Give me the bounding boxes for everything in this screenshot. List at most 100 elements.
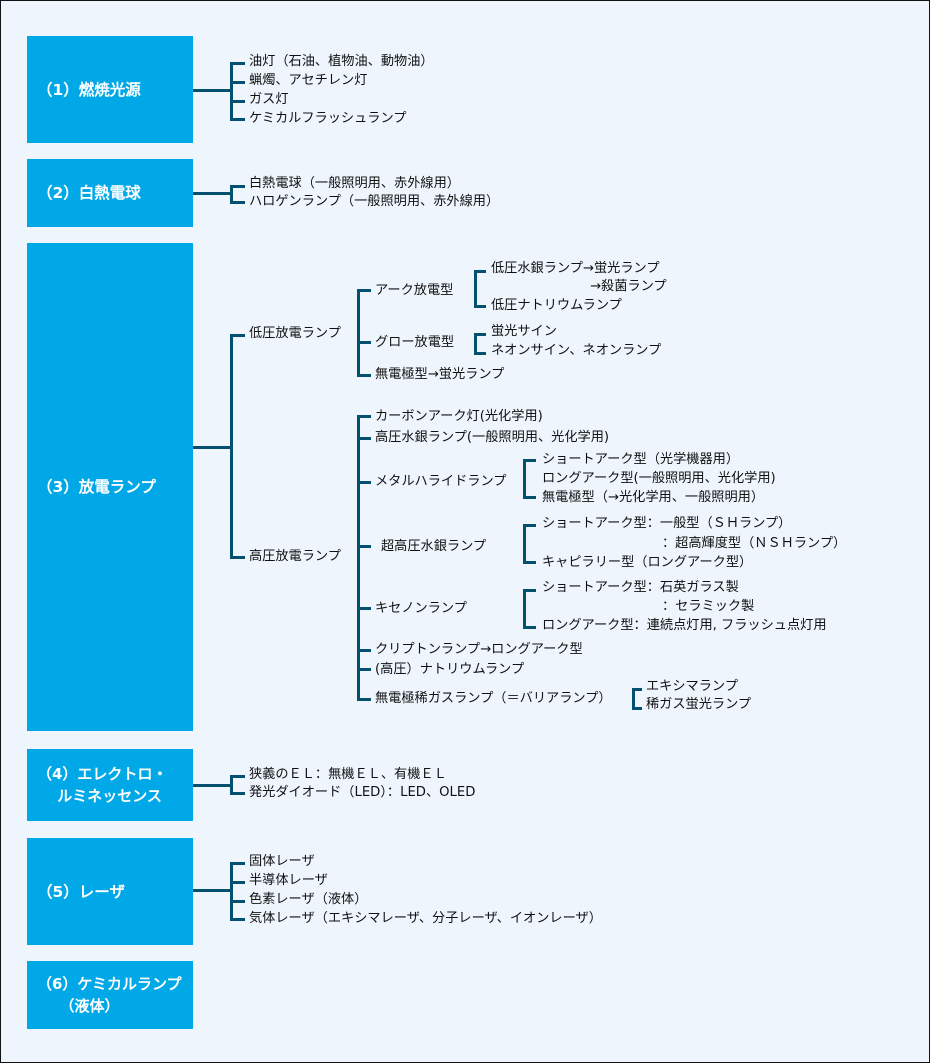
subgroup-label: アーク放電型: [375, 283, 454, 298]
bracket-tick: [230, 201, 245, 204]
category-box-electroluminescence: （4）エレクトロ・ ルミネッセンス: [27, 749, 193, 821]
bracket-tick: [523, 626, 536, 629]
bracket-tick: [474, 305, 486, 308]
bracket-tick: [357, 374, 371, 377]
bracket-tick: [230, 100, 245, 103]
connector-line: [193, 889, 232, 892]
bracket-line: [230, 862, 233, 920]
bracket-tick: [474, 270, 486, 273]
bracket-tick: [523, 524, 536, 527]
list-item: 気体レーザ（エキシマレーザ、分子レーザ、イオンレーザ）: [249, 911, 602, 926]
bracket-tick: [523, 589, 536, 592]
list-item: 固体レーザ: [249, 854, 315, 869]
category-box-chemical-lamp: （6）ケミカルランプ （液体）: [27, 961, 193, 1029]
list-item: ロングアーク型(一般照明用、光化学用): [542, 471, 776, 486]
bracket-tick: [523, 561, 536, 564]
bracket-line: [357, 289, 360, 377]
connector-line: [193, 784, 232, 787]
list-item: ：セラミック製: [662, 599, 755, 614]
bracket-tick: [357, 289, 371, 292]
list-item: 無電極型（→光化学用、一般照明用）: [542, 490, 765, 505]
bracket-tick: [357, 545, 371, 548]
list-item: ショートアーク型：一般型（ＳＨランプ）: [542, 516, 792, 531]
list-item: 稀ガス蛍光ランプ: [646, 697, 752, 712]
category-box-discharge: （3）放電ランプ: [27, 243, 193, 731]
group-label-high-pressure: 高圧放電ランプ: [249, 549, 341, 564]
list-item: 白熱電球（一般照明用、赤外線用）: [249, 176, 460, 191]
bracket-line: [357, 415, 360, 701]
bracket-tick: [357, 698, 371, 701]
bracket-line: [230, 185, 233, 204]
bracket-tick: [357, 668, 371, 671]
bracket-tick: [632, 707, 642, 710]
subgroup-label: グロー放電型: [375, 335, 455, 350]
list-item: 低圧水銀ランプ→蛍光ランプ: [491, 261, 660, 276]
bracket-line: [632, 688, 635, 710]
bracket-tick: [523, 459, 536, 462]
bracket-line: [230, 775, 233, 795]
bracket-tick: [357, 649, 371, 652]
connector-line: [193, 89, 232, 92]
list-item: ショートアーク型（光学機器用）: [542, 452, 740, 467]
subgroup-label: メタルハライドランプ: [375, 474, 507, 489]
group-label-low-pressure: 低圧放電ランプ: [249, 326, 341, 341]
subgroup-label: キセノンランプ: [375, 601, 467, 616]
bracket-tick: [474, 333, 486, 336]
list-item: 半導体レーザ: [249, 873, 328, 888]
category-box-incandescent: （2）白熱電球: [27, 159, 193, 227]
bracket-tick: [230, 81, 245, 84]
list-item: 狭義のＥＬ：無機ＥＬ、有機ＥＬ: [249, 767, 447, 782]
list-item: ：超高輝度型（ＮＳＨランプ）: [662, 536, 847, 551]
list-item: キャピラリー型（ロングアーク型）: [542, 555, 753, 570]
category-box-combustion: （1）燃焼光源: [27, 36, 193, 143]
subgroup-label: (高圧）ナトリウムランプ: [375, 662, 525, 677]
bracket-line: [523, 459, 526, 499]
bracket-tick: [230, 775, 245, 778]
subgroup-label: カーボンアーク灯(光化学用): [375, 409, 543, 424]
list-item: ガス灯: [249, 92, 289, 107]
bracket-tick: [357, 437, 371, 440]
bracket-tick: [357, 341, 371, 344]
bracket-tick: [230, 556, 245, 559]
subgroup-label: 超高圧水銀ランプ: [381, 539, 487, 554]
bracket-tick: [357, 415, 371, 418]
bracket-line: [230, 62, 233, 120]
bracket-line: [474, 270, 477, 308]
list-item: 蝋燭、アセチレン灯: [249, 73, 368, 88]
subgroup-label: クリプトンランプ→ロングアーク型: [375, 642, 583, 657]
bracket-tick: [230, 185, 245, 188]
bracket-tick: [230, 918, 245, 921]
bracket-line: [523, 589, 526, 629]
bracket-line: [230, 334, 233, 559]
bracket-tick: [230, 792, 245, 795]
bracket-line: [523, 524, 526, 564]
subgroup-label: 無電極稀ガスランプ（＝バリアランプ）: [375, 691, 612, 706]
bracket-tick: [357, 607, 371, 610]
list-item: 蛍光サイン: [491, 324, 557, 339]
bracket-tick: [230, 900, 245, 903]
bracket-tick: [474, 352, 486, 355]
category-box-laser: （5）レーザ: [27, 838, 193, 945]
subgroup-label: 無電極型→蛍光ランプ: [375, 367, 505, 382]
bracket-tick: [523, 496, 536, 499]
list-item: ケミカルフラッシュランプ: [249, 111, 407, 126]
list-item: エキシマランプ: [646, 679, 738, 694]
list-item: 低圧ナトリウムランプ: [491, 298, 622, 313]
bracket-tick: [230, 881, 245, 884]
bracket-tick: [230, 62, 245, 65]
list-item: ネオンサイン、ネオンランプ: [491, 343, 662, 358]
list-item: ハロゲンランプ（一般照明用、赤外線用）: [249, 194, 500, 209]
bracket-tick: [357, 481, 371, 484]
bracket-line: [474, 333, 477, 355]
bracket-tick: [230, 862, 245, 865]
list-item: ロングアーク型：連続点灯用, フラッシュ点灯用: [542, 618, 827, 633]
list-item: →殺菌ランプ: [590, 279, 667, 294]
bracket-tick: [230, 334, 245, 337]
bracket-tick: [632, 688, 642, 691]
list-item: ショートアーク型：石英ガラス製: [542, 580, 739, 595]
bracket-tick: [230, 118, 245, 121]
subgroup-label: 高圧水銀ランプ(一般照明用、光化学用): [375, 430, 610, 445]
list-item: 発光ダイオード（LED）：LED、OLED: [249, 785, 476, 800]
connector-line: [193, 446, 232, 449]
